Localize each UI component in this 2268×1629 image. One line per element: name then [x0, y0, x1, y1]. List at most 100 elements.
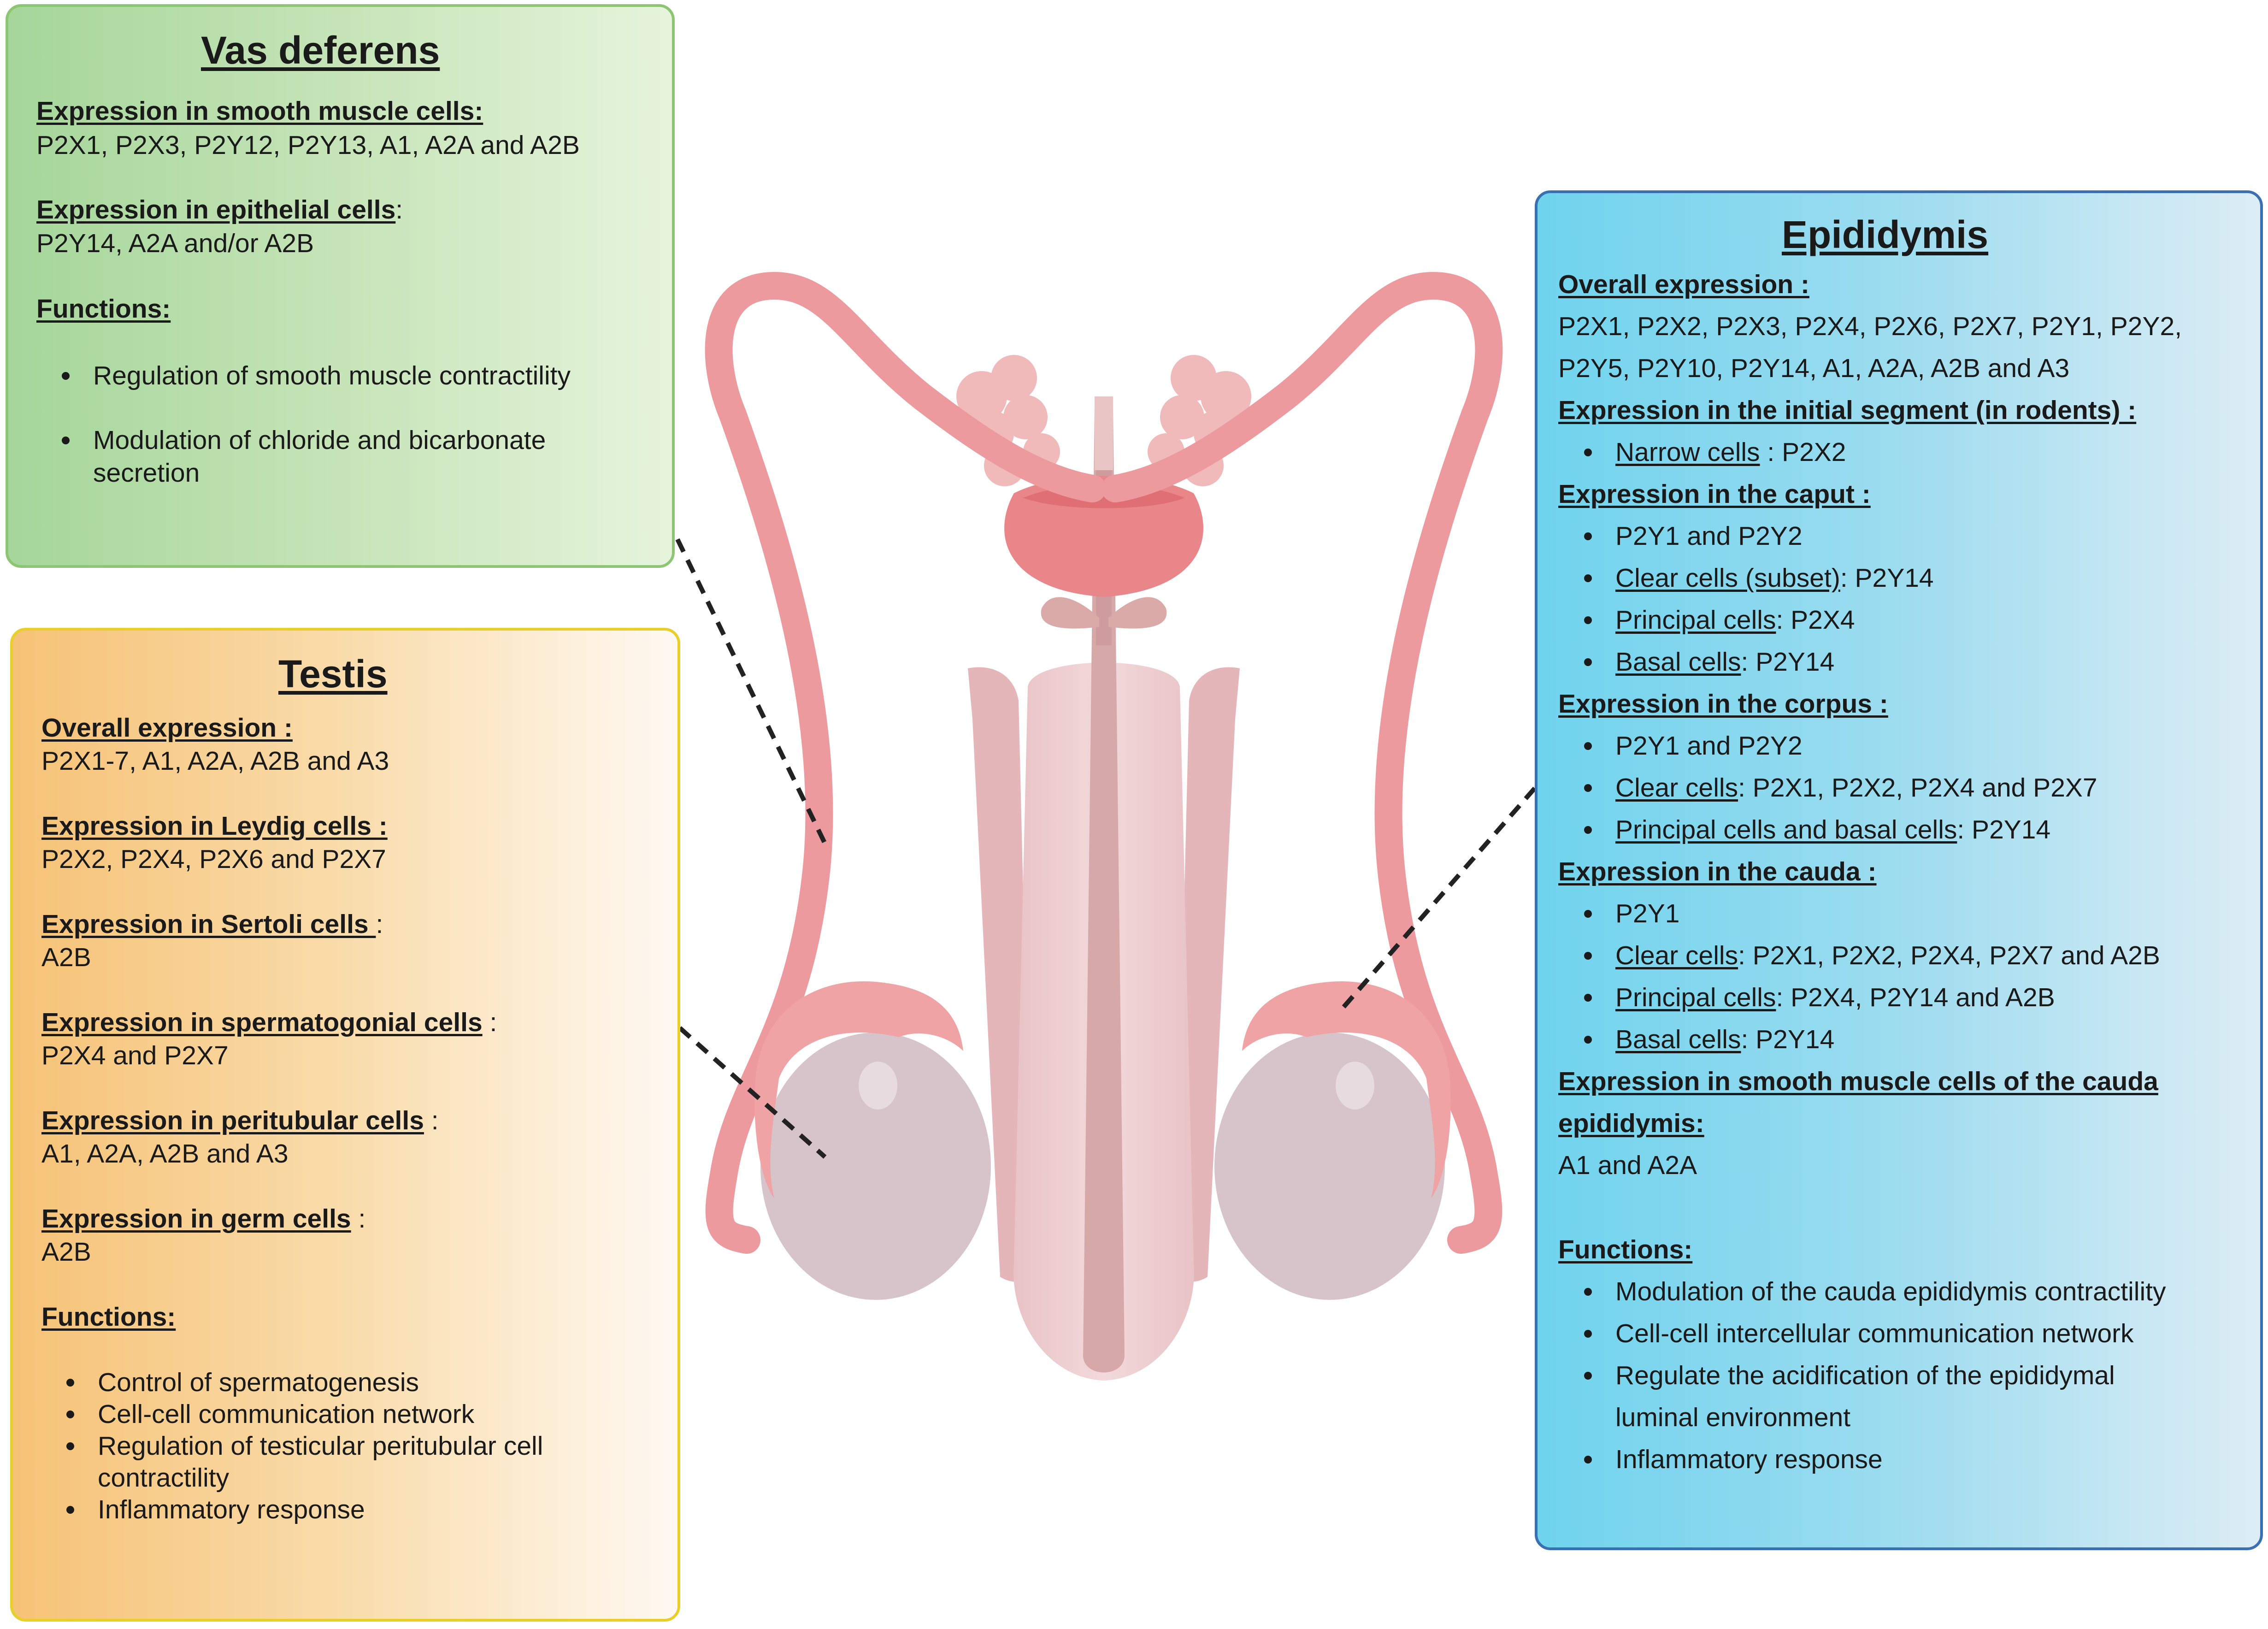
- testis-function-item: Regulation of testicular peritubular cel…: [66, 1431, 543, 1461]
- vas-epithelial-heading-line: Expression in epithelial cells:: [36, 197, 403, 223]
- epi-cell-value: : P2Y14: [1957, 815, 2051, 844]
- epi-caput-item: Clear cells (subset): P2Y14: [1584, 563, 1934, 593]
- epi-function-item-continued: luminal environment: [1615, 1403, 1851, 1432]
- epi-corpus-plain: P2Y1 and P2Y2: [1584, 731, 1803, 761]
- epi-overall-heading: Overall expression :: [1558, 270, 1809, 299]
- epi-overall-line2: P2Y5, P2Y10, P2Y14, A1, A2A, A2B and A3: [1558, 354, 2070, 383]
- epi-cell-type: Clear cells (subset): [1615, 563, 1840, 593]
- testis-overall-heading: Overall expression :: [41, 713, 293, 743]
- epi-caput-item: Basal cells: P2Y14: [1584, 647, 1835, 677]
- testis-germ-heading-line: Expression in germ cells :: [41, 1206, 365, 1232]
- epi-cell-value: : P2Y14: [1840, 563, 1934, 593]
- vas-smooth-list: P2X1, P2X3, P2Y12, P2Y13, A1, A2A and A2…: [36, 130, 580, 160]
- testis-spermatogonial-heading-line: Expression in spermatogonial cells :: [41, 1009, 497, 1036]
- epi-smooth-heading-line1: Expression in smooth muscle cells of the…: [1558, 1067, 2158, 1096]
- epi-cauda-item: Basal cells: P2Y14: [1584, 1025, 1835, 1054]
- testis-left-highlight: [859, 1062, 897, 1110]
- epi-cell-type: Narrow cells: [1615, 437, 1760, 467]
- corpus-cavernosum-left: [968, 667, 1033, 1282]
- epi-cell-type: Clear cells: [1615, 773, 1738, 803]
- leader-line-vas-deferens: [675, 538, 827, 845]
- testis-germ-colon: :: [351, 1204, 366, 1234]
- epi-cauda-item: Clear cells: P2X1, P2X2, P2X4, P2X7 and …: [1584, 941, 2160, 970]
- epi-cell-type: Basal cells: [1615, 647, 1741, 677]
- epi-corpus-item: Clear cells: P2X1, P2X2, P2X4 and P2X7: [1584, 773, 2097, 803]
- epi-functions-heading: Functions:: [1558, 1235, 1693, 1264]
- vas-function-item: Modulation of chloride and bicarbonate: [61, 425, 546, 455]
- epi-function-item: Modulation of the cauda epididymis contr…: [1584, 1277, 2166, 1306]
- epi-cell-value: : P2X4, P2Y14 and A2B: [1776, 983, 2055, 1012]
- leader-line-epididymis: [1342, 786, 1537, 1009]
- testis-spermatogonial-colon: :: [482, 1008, 497, 1037]
- epi-smooth-list: A1 and A2A: [1558, 1151, 1697, 1180]
- testis-spermatogonial-heading: Expression in spermatogonial cells: [41, 1008, 483, 1037]
- testis-peritubular-list: A1, A2A, A2B and A3: [41, 1139, 289, 1169]
- epi-cauda-heading: Expression in the cauda :: [1558, 857, 1877, 886]
- vas-function-item: Regulation of smooth muscle contractilit…: [62, 361, 571, 390]
- epi-cell-value: : P2X4: [1776, 605, 1855, 635]
- testis-right-highlight: [1336, 1062, 1374, 1110]
- epi-initial-heading: Expression in the initial segment (in ro…: [1558, 395, 2137, 425]
- epi-corpus-heading: Expression in the corpus :: [1558, 689, 1888, 719]
- testis-peritubular-heading: Expression in peritubular cells: [41, 1106, 424, 1135]
- vas-epithelial-colon: :: [395, 195, 403, 224]
- epi-function-item: Inflammatory response: [1584, 1445, 1883, 1474]
- bladder-neck: [1095, 396, 1113, 470]
- testis-function-item: Cell-cell communication network: [66, 1399, 475, 1429]
- epi-function-item: Regulate the acidification of the epidid…: [1584, 1361, 2115, 1390]
- epi-corpus-item: Principal cells and basal cells: P2Y14: [1584, 815, 2051, 844]
- testis-leydig-list: P2X2, P2X4, P2X6 and P2X7: [41, 844, 386, 874]
- testis-functions-heading: Functions:: [41, 1302, 176, 1332]
- testis-overall-list: P2X1-7, A1, A2A, A2B and A3: [41, 746, 389, 776]
- epi-cell-value: : P2Y14: [1741, 647, 1835, 677]
- epi-initial-item: Narrow cells : P2X2: [1584, 437, 1846, 467]
- epididymis-left: [754, 981, 963, 1198]
- epi-cauda-item: Principal cells: P2X4, P2Y14 and A2B: [1584, 983, 2055, 1012]
- corpus-cavernosum-right: [1175, 667, 1240, 1282]
- testis-sertoli-heading-line: Expression in Sertoli cells :: [41, 911, 383, 938]
- testis-peritubular-heading-line: Expression in peritubular cells :: [41, 1108, 439, 1134]
- epi-cell-type: Basal cells: [1615, 1025, 1741, 1054]
- vas-deferens-title: Vas deferens: [201, 29, 440, 72]
- testis-panel: Testis Overall expression : P2X1-7, A1, …: [10, 628, 680, 1622]
- vas-function-item-continued: secretion: [93, 458, 200, 488]
- epi-cell-value: : P2Y14: [1741, 1025, 1835, 1054]
- epi-caput-plain: P2Y1 and P2Y2: [1584, 521, 1803, 551]
- testis-germ-heading: Expression in germ cells: [41, 1204, 351, 1234]
- prostate: [1004, 476, 1203, 597]
- epi-cell-type: Principal cells and basal cells: [1615, 815, 1957, 844]
- testis-leydig-heading: Expression in Leydig cells :: [41, 811, 388, 841]
- bulbourethral-gland-right: [1108, 597, 1167, 629]
- vas-deferens-left: [705, 272, 1106, 1254]
- testis-function-item: Inflammatory response: [66, 1495, 365, 1524]
- epididymis-panel: Epididymis Overall expression : P2X1, P2…: [1535, 190, 2263, 1550]
- testis-spermatogonial-list: P2X4 and P2X7: [41, 1041, 229, 1070]
- epididymis-title: Epididymis: [1782, 213, 1989, 256]
- urethra: [1083, 406, 1125, 1373]
- epi-cell-value: : P2X1, P2X2, P2X4 and P2X7: [1738, 773, 2097, 803]
- testis-germ-list: A2B: [41, 1237, 91, 1267]
- testis-title: Testis: [278, 652, 388, 696]
- epi-overall-line1: P2X1, P2X2, P2X3, P2X4, P2X6, P2X7, P2Y1…: [1558, 312, 2182, 341]
- testis-function-item-continued: contractility: [98, 1463, 230, 1493]
- vas-smooth-heading: Expression in smooth muscle cells:: [36, 96, 483, 126]
- testis-left: [760, 1033, 991, 1300]
- bulbourethral-gland-left: [1041, 597, 1099, 629]
- testis-sertoli-heading: Expression in Sertoli cells: [41, 909, 376, 939]
- vas-functions-heading: Functions:: [36, 294, 171, 324]
- epi-cell-type: Principal cells: [1615, 983, 1776, 1012]
- vas-epithelial-heading: Expression in epithelial cells: [36, 195, 396, 224]
- testis-right: [1214, 1033, 1445, 1300]
- epi-smooth-heading-line2: epididymis:: [1558, 1109, 1704, 1138]
- epi-caput-item: Principal cells: P2X4: [1584, 605, 1855, 635]
- testis-peritubular-colon: :: [424, 1106, 439, 1135]
- testis-sertoli-list: A2B: [41, 943, 91, 972]
- vas-deferens-right: [1102, 272, 1503, 1254]
- epi-cell-type: Clear cells: [1615, 941, 1738, 970]
- epi-caput-heading: Expression in the caput :: [1558, 479, 1871, 509]
- leader-line-testis: [678, 1026, 827, 1159]
- epi-function-item: Cell-cell intercellular communication ne…: [1584, 1319, 2134, 1348]
- testis-function-item: Control of spermatogenesis: [66, 1368, 419, 1397]
- epididymis-right: [1242, 981, 1451, 1198]
